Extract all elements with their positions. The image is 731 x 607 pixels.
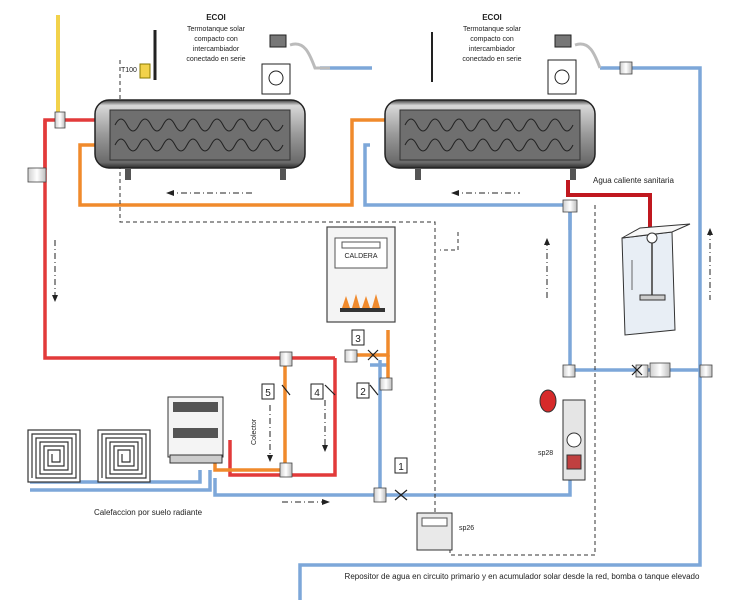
tank-right-brand: ECOI	[482, 13, 502, 22]
solar-tank-right	[384, 32, 602, 180]
tank-left-desc-1: Termotanque solar	[187, 26, 246, 33]
collector-label: Colector	[251, 418, 258, 445]
footer-note: Repositor de agua en circuito primario y…	[345, 572, 700, 581]
boiler	[326, 226, 396, 323]
valve-tags: 1 2 3 4 5	[261, 329, 408, 474]
tank-right-desc-1: Termotanque solar	[463, 26, 522, 33]
tank-right-label: ECOI Termotanque solar compacto con inte…	[462, 13, 521, 63]
tank-left-brand: ECOI	[206, 13, 226, 22]
tank-right-desc-2: compacto con	[470, 36, 514, 43]
valve-tag-4: 4	[314, 388, 320, 399]
valve-tag-3: 3	[355, 334, 361, 345]
tank-left-label: ECOI Termotanque solar compacto con inte…	[186, 13, 245, 63]
tank-left-desc-3: intercambiador	[193, 46, 240, 53]
valve-tag-5: 5	[265, 388, 271, 399]
manifold	[167, 396, 224, 464]
return-pipes	[78, 118, 390, 472]
tank-left-desc-2: compacto con	[194, 36, 238, 43]
shower-cabin	[621, 223, 691, 336]
arrow-heads	[52, 190, 713, 505]
floor-heating-coils	[27, 429, 151, 483]
cold-water-pipes	[30, 66, 702, 600]
tank-right-desc-4: conectado en serie	[462, 56, 521, 63]
tank-right-desc-3: intercambiador	[469, 46, 516, 53]
hot-water-outlet-pipe	[566, 180, 652, 230]
flow-arrows	[54, 192, 711, 503]
valve-tag-1: 1	[398, 462, 404, 473]
tank-left-desc-4: conectado en serie	[186, 56, 245, 63]
controller-sp26-label: sp26	[459, 525, 474, 532]
controller-sp26	[416, 512, 453, 551]
valve-symbols	[281, 349, 643, 501]
boiler-label: CALDERA	[344, 253, 377, 260]
pump-sp28-label: sp28	[538, 450, 553, 457]
solar-tank-left	[94, 30, 330, 180]
pump-station	[539, 389, 586, 481]
valve-tag-2: 2	[360, 387, 366, 398]
valve-tag-t100: T100	[121, 67, 137, 74]
floor-heating-label: Calefaccion por suelo radiante	[94, 508, 203, 517]
hot-water-label: Agua caliente sanitaria	[593, 176, 674, 185]
